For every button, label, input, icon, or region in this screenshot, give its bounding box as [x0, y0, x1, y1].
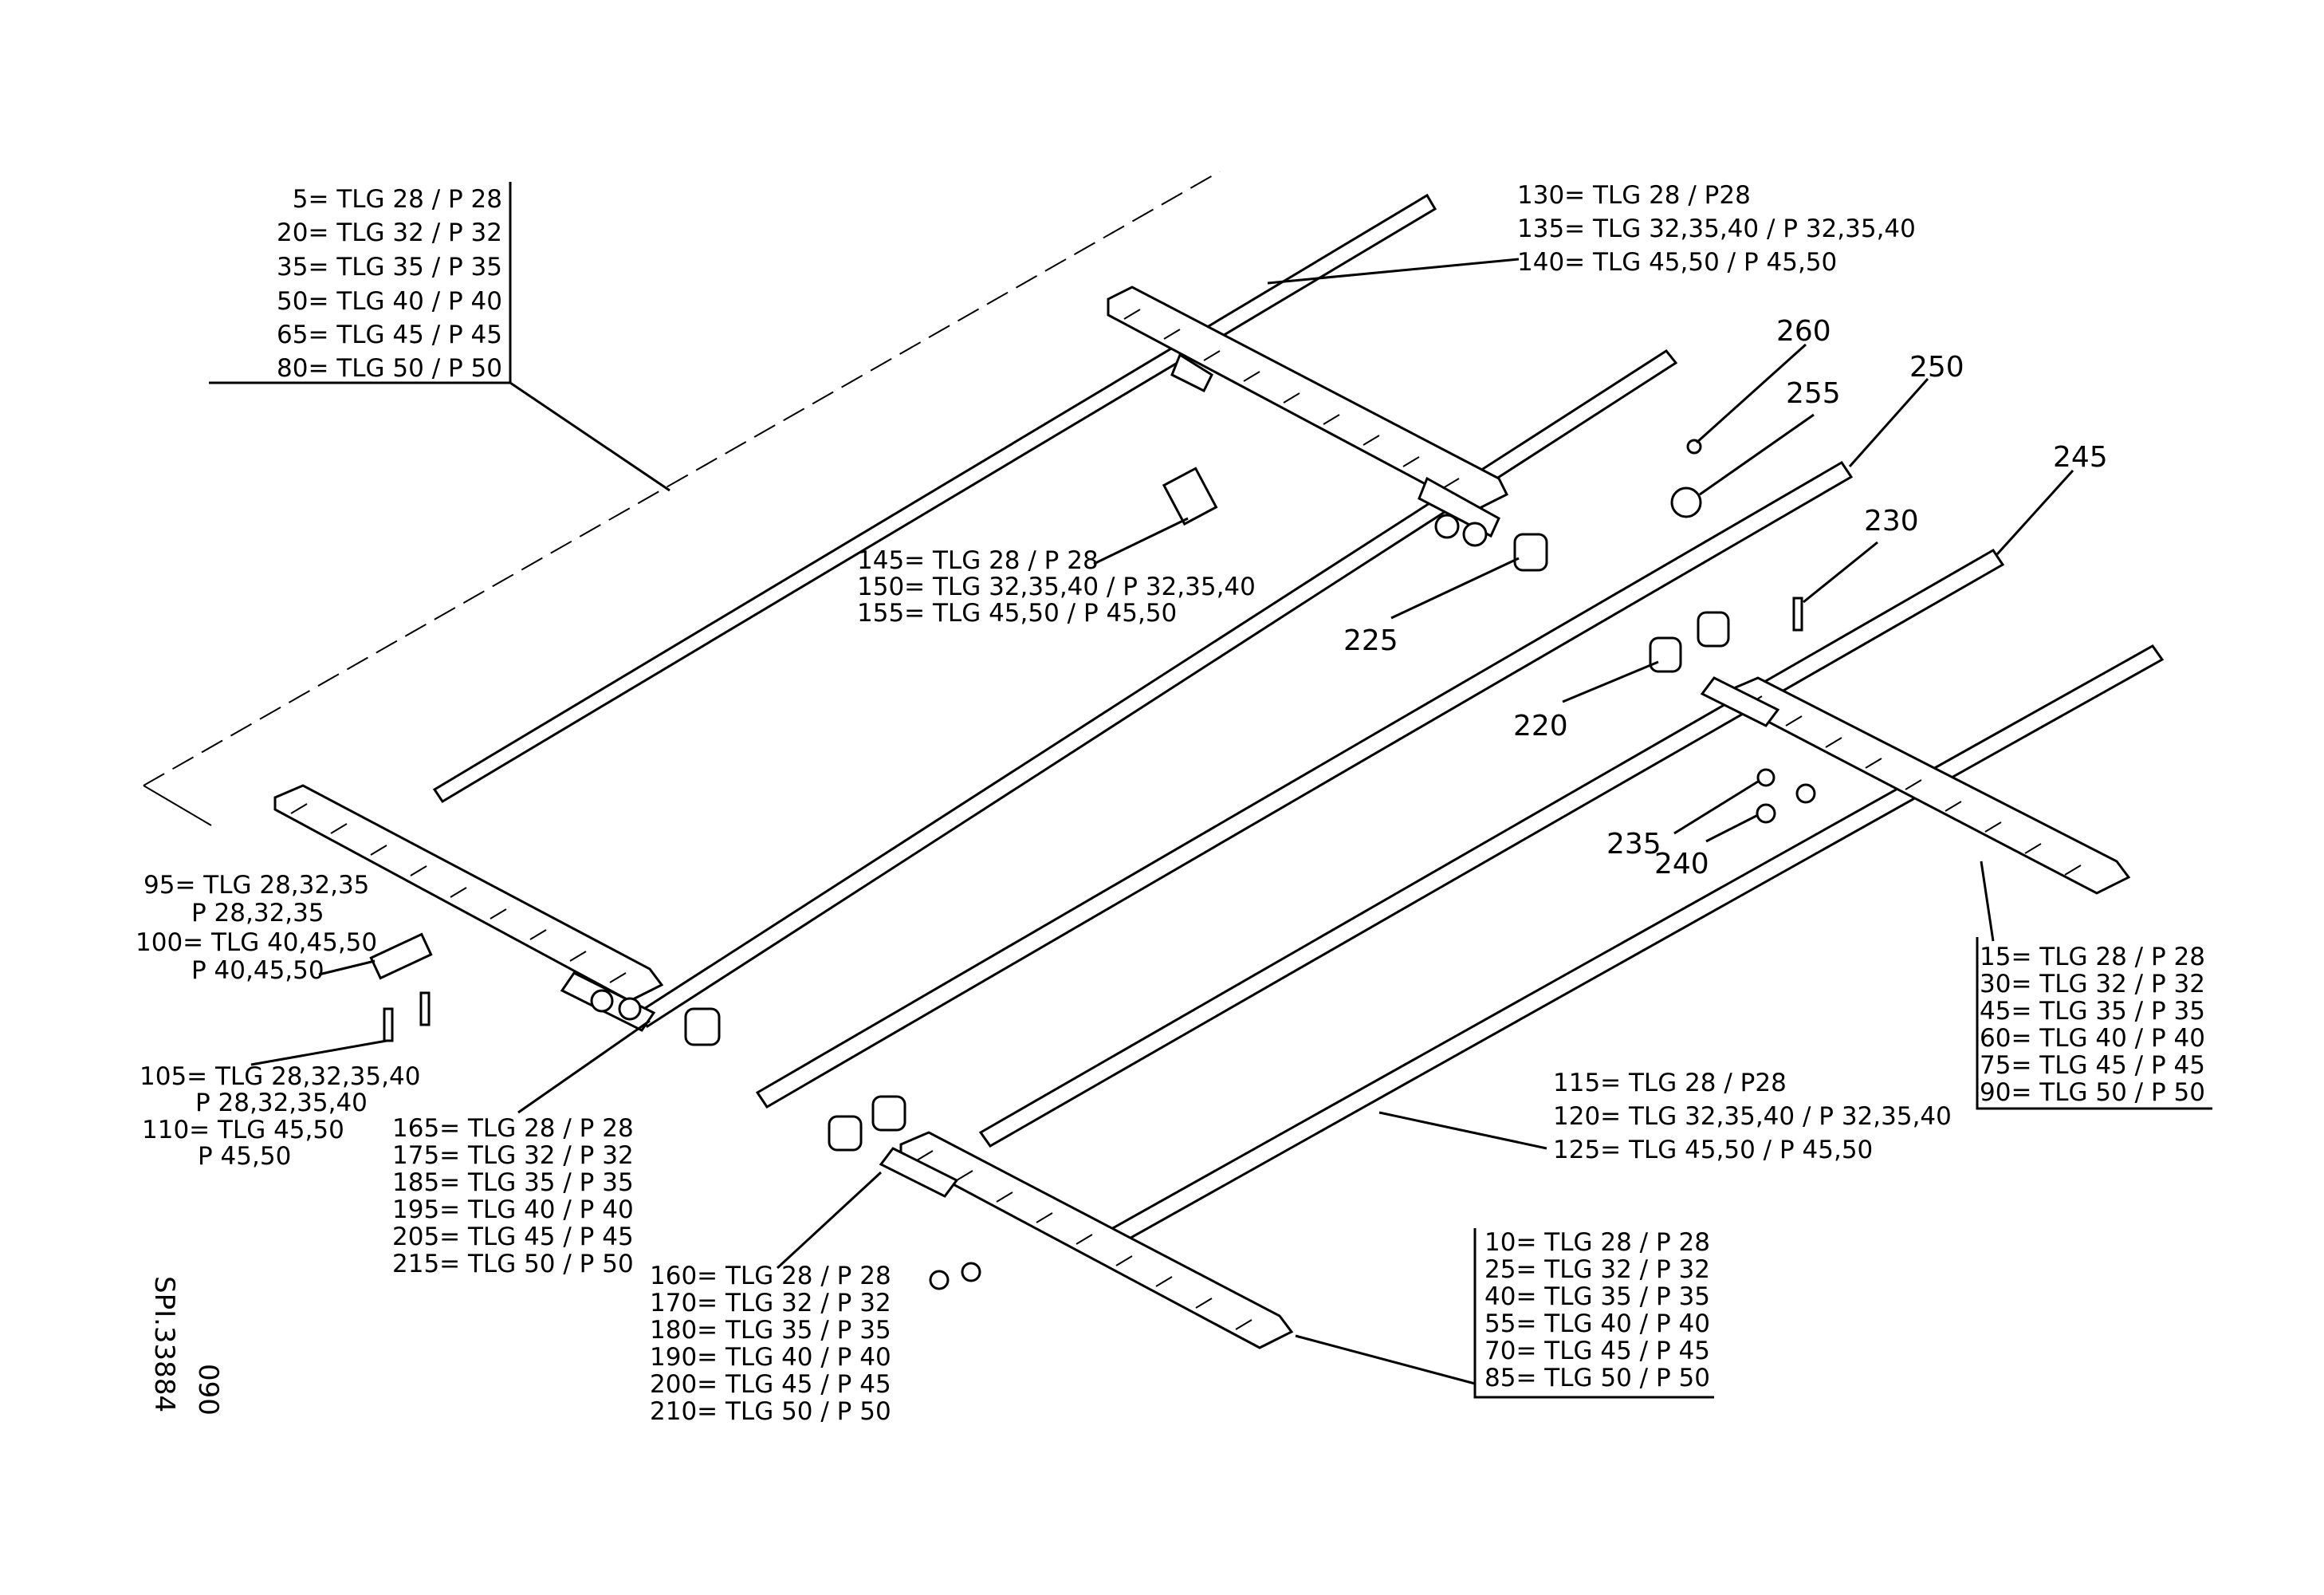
item-number-225: 225 — [1343, 624, 1398, 657]
rail-bottom — [879, 1131, 1294, 1349]
callout-text: 210= TLG 50 / P 50 — [650, 1397, 891, 1426]
item-number-235: 235 — [1606, 828, 1661, 861]
callout-left-bolt: 105= TLG 28,32,35,40 P 28,32,35,40 110= … — [140, 1039, 420, 1171]
bushing-bottom-b — [871, 1095, 906, 1132]
callout-text: 90= TLG 50 / P 50 — [1980, 1078, 2205, 1107]
callout-text: 70= TLG 45 / P 45 — [1484, 1337, 1710, 1365]
callout-text: 180= TLG 35 / P 35 — [650, 1316, 891, 1345]
callout-text: 205= TLG 45 / P 45 — [392, 1223, 634, 1251]
item-number-260: 260 — [1776, 315, 1831, 348]
bearing-255 — [1670, 486, 1702, 518]
bolt-230 — [1792, 597, 1803, 632]
callout-text: 50= TLG 40 / P 40 — [277, 287, 502, 316]
rods — [432, 193, 2165, 1260]
item-numbers: 260 255 250 245 230 225 220 235 240 — [1343, 315, 2108, 880]
rail-left — [273, 784, 664, 1032]
callout-right-rail: 15= TLG 28 / P 28 30= TLG 32 / P 32 45= … — [1976, 861, 2212, 1110]
callout-top-left: 5= TLG 28 / P 28 20= TLG 32 / P 32 35= T… — [209, 182, 670, 492]
item-number-230: 230 — [1864, 505, 1919, 538]
item-number-240: 240 — [1654, 848, 1709, 880]
drawing-sheet-text: 090 — [192, 1364, 224, 1416]
drawing-code-text: SPI.33884 — [148, 1276, 180, 1412]
callout-text: 150= TLG 32,35,40 / P 32,35,40 — [857, 573, 1256, 601]
callout-text: 85= TLG 50 / P 50 — [1484, 1364, 1710, 1392]
callout-text: 75= TLG 45 / P 45 — [1980, 1051, 2205, 1080]
rail-upper — [1107, 286, 1509, 547]
rod-245 — [978, 549, 2005, 1148]
callout-text: 45= TLG 35 / P 35 — [1980, 997, 2205, 1026]
callout-text: 5= TLG 28 / P 28 — [293, 185, 502, 214]
rail-right — [1700, 676, 2131, 895]
callout-text: 170= TLG 32 / P 32 — [650, 1289, 891, 1317]
callout-text: 145= TLG 28 / P 28 — [857, 546, 1099, 575]
callout-text: 165= TLG 28 / P 28 — [392, 1114, 634, 1143]
item-number-250: 250 — [1909, 351, 1964, 384]
bushing-left — [684, 1007, 721, 1046]
callout-top-rod: 130= TLG 28 / P28 135= TLG 32,35,40 / P … — [1267, 181, 1916, 285]
bushing-bottom-a — [828, 1115, 863, 1152]
bolt-105b — [419, 991, 431, 1026]
callout-text: 95= TLG 28,32,35 — [144, 871, 369, 900]
callout-text: 190= TLG 40 / P 40 — [650, 1343, 891, 1372]
center-line — [143, 171, 1221, 826]
item-number-255: 255 — [1786, 377, 1841, 410]
bushing-220b — [1697, 611, 1730, 648]
nut-240a — [1795, 783, 1816, 804]
callout-text: 130= TLG 28 / P28 — [1517, 181, 1751, 210]
rod-250 — [755, 460, 1854, 1109]
callout-text: 160= TLG 28 / P 28 — [650, 1262, 891, 1290]
nut-bottom-b — [961, 1262, 981, 1282]
callout-left-hinge: 165= TLG 28 / P 28 175= TLG 32 / P 32 18… — [392, 1019, 651, 1278]
bracket-145 — [1162, 467, 1218, 526]
item-number-220: 220 — [1513, 710, 1568, 742]
callout-text: 175= TLG 32 / P 32 — [392, 1141, 634, 1170]
callout-text: 140= TLG 45,50 / P 45,50 — [1517, 248, 1837, 277]
callout-text: 55= TLG 40 / P 40 — [1484, 1309, 1710, 1338]
callout-text: 135= TLG 32,35,40 / P 32,35,40 — [1517, 215, 1916, 243]
callout-text: P 28,32,35,40 — [195, 1089, 368, 1117]
callout-bottom-rod: 115= TLG 28 / P28 120= TLG 32,35,40 / P … — [1378, 1069, 1952, 1164]
rod-second — [635, 349, 1678, 1029]
callout-text: 200= TLG 45 / P 45 — [650, 1370, 891, 1399]
item-number-245: 245 — [2053, 441, 2108, 474]
rod-upper — [432, 193, 1437, 804]
callout-text: 25= TLG 32 / P 32 — [1484, 1255, 1710, 1284]
nut-bottom-a — [929, 1270, 950, 1290]
callout-text: 155= TLG 45,50 / P 45,50 — [857, 599, 1177, 628]
callout-text: P 45,50 — [198, 1142, 291, 1171]
washer-235 — [1756, 768, 1775, 787]
callout-text: 110= TLG 45,50 — [142, 1116, 344, 1144]
callout-text: 185= TLG 35 / P 35 — [392, 1168, 634, 1197]
callout-text: 15= TLG 28 / P 28 — [1980, 943, 2205, 971]
callout-text: P 28,32,35 — [191, 899, 324, 927]
drawing-code: SPI.33884 090 — [148, 1276, 224, 1416]
callout-text: 35= TLG 35 / P 35 — [277, 253, 502, 282]
callout-text: 20= TLG 32 / P 32 — [277, 219, 502, 247]
callout-text: 65= TLG 45 / P 45 — [277, 321, 502, 349]
callout-text: 40= TLG 35 / P 35 — [1484, 1282, 1710, 1311]
callout-top-bracket: 145= TLG 28 / P 28 150= TLG 32,35,40 / P… — [857, 517, 1256, 628]
callout-text: 80= TLG 50 / P 50 — [277, 354, 502, 383]
callout-bottom-hinge: 160= TLG 28 / P 28 170= TLG 32 / P 32 18… — [650, 1171, 891, 1426]
callout-text: 60= TLG 40 / P 40 — [1980, 1024, 2205, 1053]
callout-text: 195= TLG 40 / P 40 — [392, 1195, 634, 1224]
callout-text: 115= TLG 28 / P28 — [1553, 1069, 1787, 1097]
callout-text: 215= TLG 50 / P 50 — [392, 1250, 634, 1278]
callout-text: 100= TLG 40,45,50 — [136, 928, 377, 957]
callout-text: 125= TLG 45,50 / P 45,50 — [1553, 1136, 1873, 1164]
bushing-225 — [1513, 533, 1548, 572]
callout-text: 30= TLG 32 / P 32 — [1980, 970, 2205, 998]
plate-95 — [369, 932, 433, 980]
callout-bottom-rail: 10= TLG 28 / P 28 25= TLG 32 / P 32 40= … — [1295, 1228, 1714, 1399]
bolt-105a — [383, 1007, 394, 1042]
callout-text: P 40,45,50 — [191, 956, 324, 985]
callout-text: 105= TLG 28,32,35,40 — [140, 1062, 420, 1091]
small-parts — [369, 439, 1816, 1290]
bushing-220a — [1649, 636, 1682, 673]
callout-left-plate: 95= TLG 28,32,35 P 28,32,35 100= TLG 40,… — [136, 871, 377, 985]
callout-text: 120= TLG 32,35,40 / P 32,35,40 — [1553, 1102, 1952, 1131]
callout-text: 10= TLG 28 / P 28 — [1484, 1228, 1710, 1257]
nut-240b — [1756, 803, 1776, 824]
